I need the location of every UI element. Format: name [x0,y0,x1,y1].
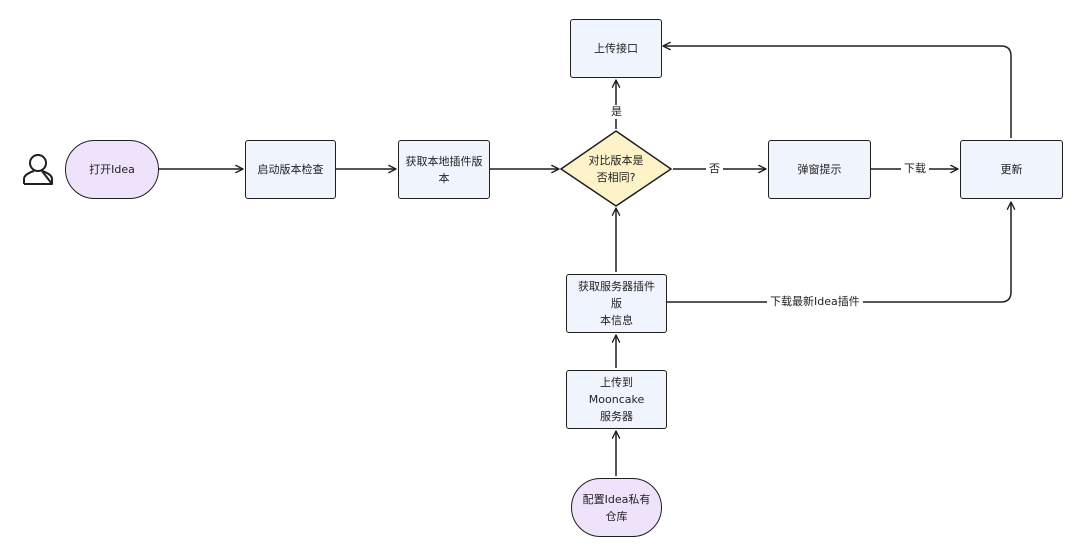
node-version-check[interactable]: 启动版本检查 [245,140,336,199]
edge-label-download: 下载 [901,162,929,176]
decision-diamond [559,130,673,207]
node-open-idea[interactable]: 打开Idea [65,140,159,199]
person-outline-icon [23,154,53,185]
node-update[interactable]: 更新 [960,140,1063,199]
node-get-server-version[interactable]: 获取服务器插件版 本信息 [566,274,667,333]
node-upload-interface[interactable]: 上传接口 [570,19,662,78]
edge-update-to-upload-interface [662,41,1012,138]
edge-server-to-update [667,201,1016,303]
node-config-repo[interactable]: 配置Idea私有 仓库 [571,478,662,537]
node-compare-label[interactable]: 对比版本是 否相同? [588,154,644,184]
node-get-local-version[interactable]: 获取本地插件版 本 [398,140,490,199]
node-popup-tip[interactable]: 弹窗提示 [768,140,871,199]
edge-label-no: 否 [706,162,723,176]
node-upload-mooncake[interactable]: 上传到Mooncake 服务器 [566,370,667,429]
edge-label-download-latest: 下载最新Idea插件 [767,295,863,309]
edge-label-yes: 是 [608,105,625,119]
